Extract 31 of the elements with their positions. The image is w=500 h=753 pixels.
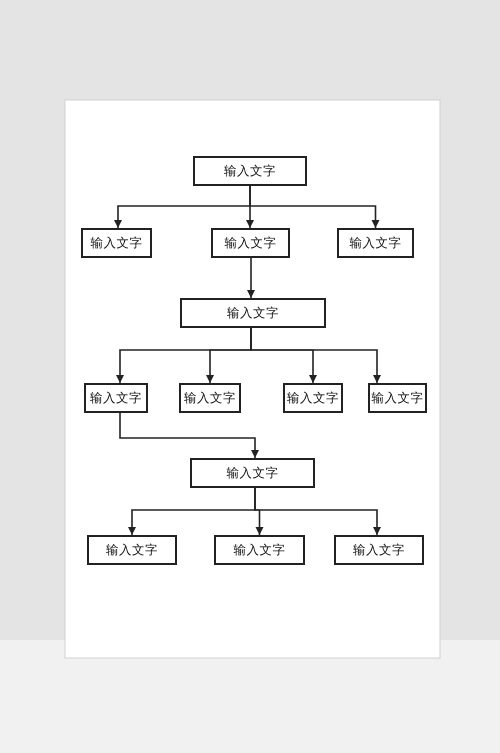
box-label: 输入文字 [287, 390, 339, 406]
box-label: 输入文字 [224, 234, 276, 252]
text-box [87, 535, 177, 565]
arrow [250, 328, 381, 383]
text-box [214, 535, 305, 565]
text-box [337, 228, 414, 258]
text-box [84, 383, 148, 413]
arrow [119, 413, 259, 458]
box-label: 输入文字 [353, 542, 405, 558]
box-label: 输入文字 [106, 542, 158, 558]
box-label: 输入文字 [184, 390, 236, 406]
box-label: 输入文字 [234, 542, 286, 558]
box-label: 输入文字 [90, 234, 142, 252]
box-label: 输入文字 [90, 390, 142, 406]
text-box [334, 535, 424, 565]
box-label: 输入文字 [226, 464, 278, 482]
box-label: 输入文字 [350, 234, 402, 252]
text-box [368, 383, 427, 413]
text-box [180, 298, 326, 328]
text-box [193, 156, 307, 186]
text-box [211, 228, 290, 258]
arrow [249, 186, 380, 228]
arrow [247, 258, 255, 298]
text-box [179, 383, 241, 413]
arrow [254, 488, 381, 535]
box-label: 输入文字 [372, 390, 424, 406]
box-label: 输入文字 [227, 304, 279, 322]
text-box [190, 458, 315, 488]
box-label: 输入文字 [224, 162, 276, 180]
text-box [283, 383, 343, 413]
text-box [81, 228, 152, 258]
